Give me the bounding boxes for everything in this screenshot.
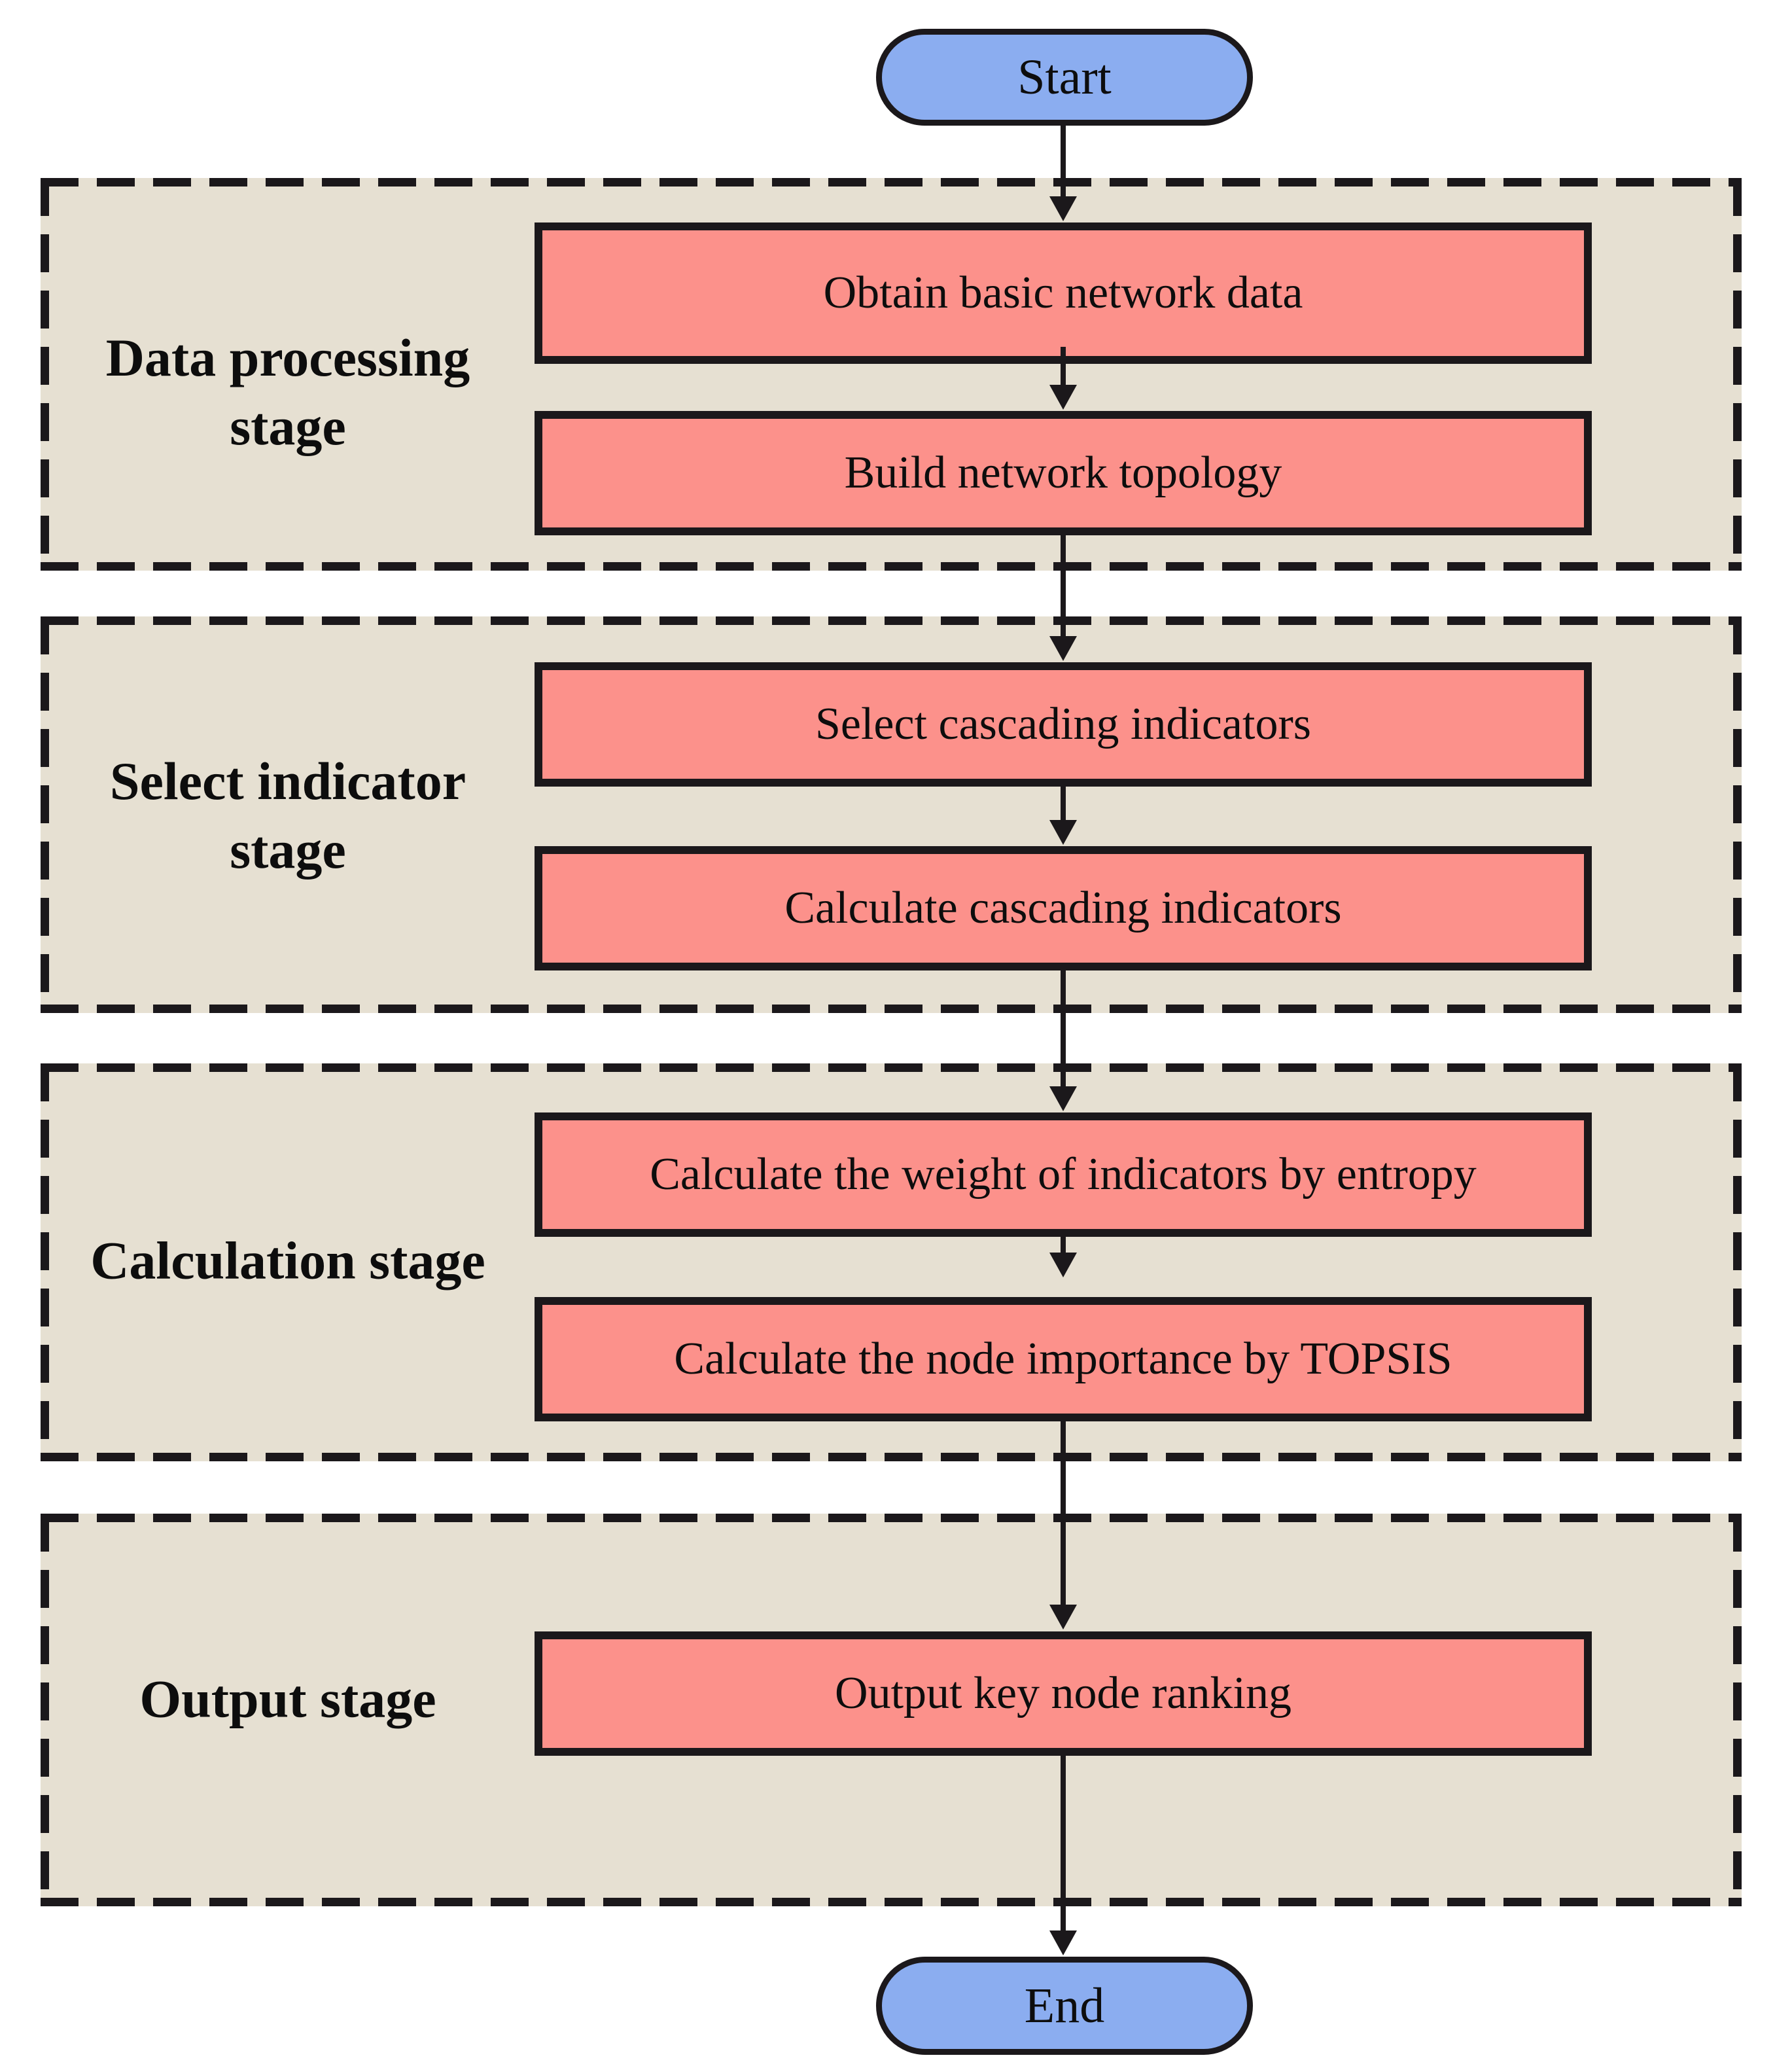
flow-arrow-head [1049, 1931, 1077, 1955]
process-box-output-key-node-ranking: Output key node ranking [535, 1631, 1592, 1756]
process-box-label: Calculate cascading indicators [784, 883, 1342, 933]
flow-arrow-line [1061, 970, 1066, 1088]
flow-arrow-head [1049, 820, 1077, 845]
flow-arrow-head [1049, 1605, 1077, 1629]
flow-arrow-head [1049, 385, 1077, 410]
flow-arrow-line [1061, 787, 1066, 821]
process-box-label: Calculate the node importance by TOPSIS [674, 1334, 1452, 1384]
start-node: Start [876, 29, 1253, 126]
process-box-build-network-topology: Build network topology [535, 411, 1592, 535]
process-box-label: Select cascading indicators [815, 699, 1312, 749]
flow-arrow-line [1061, 1421, 1066, 1606]
flow-arrow-head [1049, 636, 1077, 661]
process-box-label: Output key node ranking [835, 1668, 1291, 1718]
flow-arrow-line [1061, 1237, 1066, 1254]
flow-arrow-line [1061, 347, 1066, 386]
flow-arrow-line [1061, 1756, 1066, 1932]
end-node: End [876, 1957, 1253, 2055]
process-box-label: Build network topology [844, 448, 1282, 498]
flow-arrow-line [1061, 535, 1066, 637]
process-box-calculate-node-importance-topsis: Calculate the node importance by TOPSIS [535, 1297, 1592, 1421]
stage-select-indicator-label: Select indicator stage [109, 751, 466, 880]
flow-arrow-line [1061, 126, 1066, 198]
process-box-select-cascading-indicators: Select cascading indicators [535, 662, 1592, 787]
stage-output-label: Output stage [139, 1669, 436, 1729]
flow-arrow-head [1049, 1086, 1077, 1111]
process-box-calculate-weight-entropy: Calculate the weight of indicators by en… [535, 1112, 1592, 1237]
end-node-label: End [1024, 1978, 1105, 2033]
process-box-obtain-basic-network-data: Obtain basic network data [535, 222, 1592, 364]
flow-arrow-head [1049, 1253, 1077, 1277]
process-box-calculate-cascading-indicators: Calculate cascading indicators [535, 846, 1592, 970]
stage-data-processing-label: Data processing stage [105, 328, 470, 456]
flow-arrow-head [1049, 196, 1077, 221]
process-box-label: Calculate the weight of indicators by en… [650, 1149, 1477, 1200]
stage-calculation-label: Calculation stage [90, 1230, 485, 1290]
start-node-label: Start [1017, 49, 1112, 105]
process-box-label: Obtain basic network data [823, 268, 1303, 318]
